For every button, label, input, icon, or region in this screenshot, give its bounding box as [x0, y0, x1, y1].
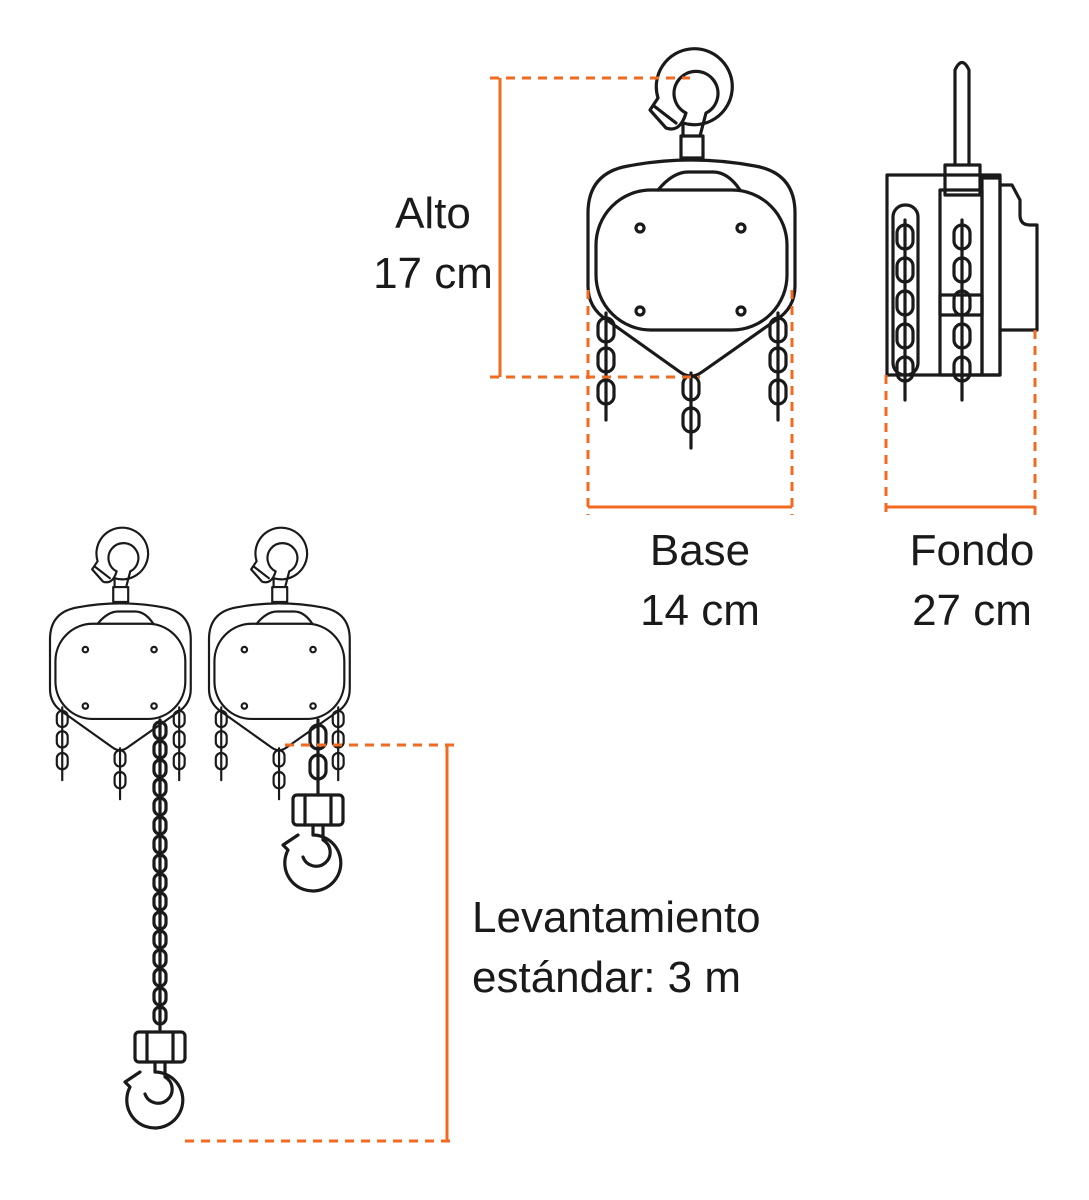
hoist-front-view — [588, 49, 795, 448]
lift-label: Levantamiento — [472, 893, 761, 942]
hoist-extended-chain — [50, 528, 191, 1130]
chain-link — [152, 777, 168, 798]
chain-link — [152, 796, 168, 817]
chain-link — [152, 1005, 168, 1026]
chain-link — [152, 720, 168, 741]
depth-label: Fondo — [910, 526, 1035, 575]
height-value: 17 cm — [373, 249, 493, 298]
chain-link — [152, 891, 168, 912]
chain-link — [152, 739, 168, 760]
width-label: Base — [650, 526, 750, 575]
chain-link — [152, 758, 168, 779]
width-value: 14 cm — [640, 586, 760, 635]
chain-link — [152, 910, 168, 931]
chain-link — [152, 948, 168, 969]
width-dimension — [586, 290, 794, 515]
height-dimension — [490, 76, 700, 379]
chain-link — [152, 853, 168, 874]
chain-link — [152, 986, 168, 1007]
height-label: Alto — [395, 189, 471, 238]
hoist-retracted-chain — [209, 528, 350, 893]
depth-value: 27 cm — [912, 586, 1032, 635]
chain-link — [152, 929, 168, 950]
lift-dimension — [185, 743, 457, 1143]
hoist-side-view — [885, 60, 1039, 402]
chain-link — [152, 815, 168, 836]
lift-value: estándar: 3 m — [472, 953, 741, 1002]
long-chain — [152, 720, 168, 1026]
chain-link — [152, 967, 168, 988]
depth-dimension — [884, 330, 1037, 515]
chain-link — [152, 834, 168, 855]
chain-link — [152, 872, 168, 893]
